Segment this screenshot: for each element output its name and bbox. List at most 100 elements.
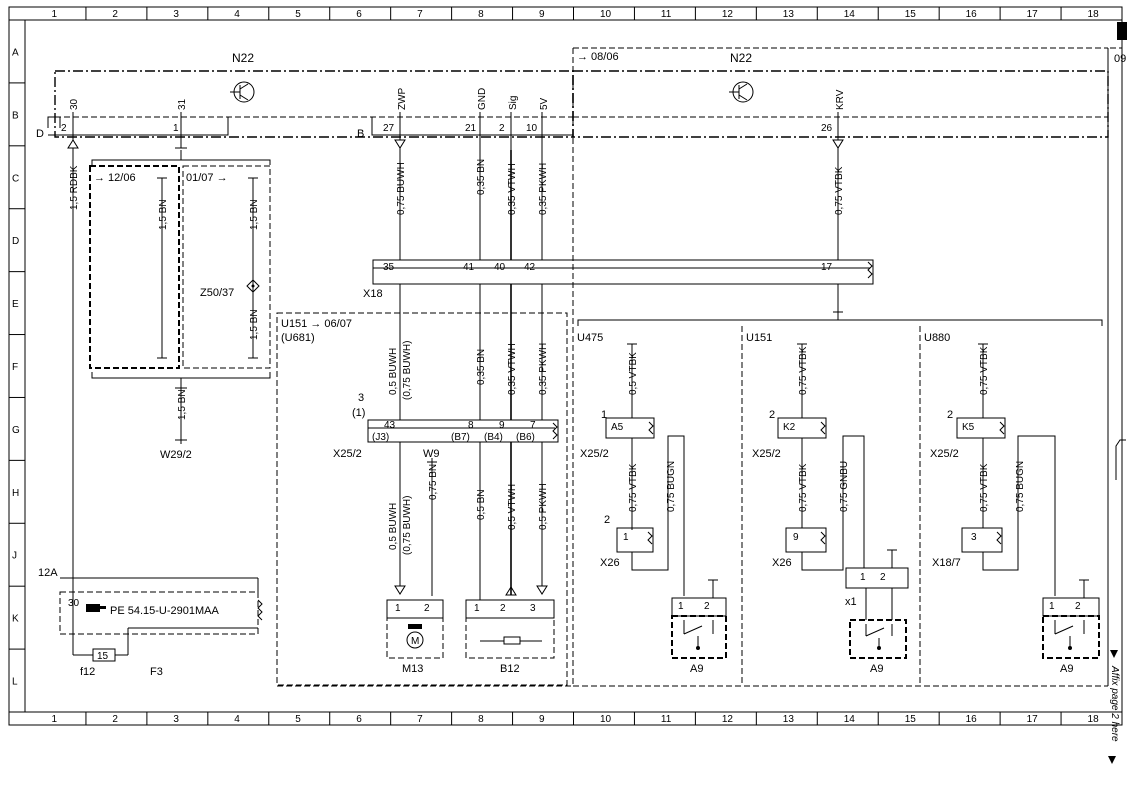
u151-heading: U151 → 06/07 bbox=[281, 318, 352, 330]
arrow-down-icon bbox=[394, 139, 406, 149]
x252-label-c: X25/2 bbox=[752, 448, 781, 460]
wire-1-5-bn-d: 1,5 BN bbox=[177, 389, 188, 420]
relay-switch-icon bbox=[865, 624, 893, 650]
x187-label: X18/7 bbox=[932, 557, 961, 569]
u880-x187-pin-3: 3 bbox=[971, 532, 977, 543]
variant-box-1206 bbox=[89, 165, 180, 369]
u475-x252-num: 1 bbox=[601, 409, 607, 421]
x18-pin-35: 35 bbox=[383, 262, 395, 273]
wire-035-pkwh: 0,35 PKWH bbox=[538, 163, 549, 215]
column-number-bottom: 9 bbox=[539, 714, 545, 725]
wire-035-bn-b: 0,35 BN bbox=[476, 349, 487, 385]
pin-name-5v: 5V bbox=[539, 97, 550, 110]
relay-switch-icon bbox=[683, 620, 714, 650]
b12-box bbox=[465, 617, 555, 659]
m13-box bbox=[386, 617, 444, 659]
u475-pin-a5: A5 bbox=[611, 422, 624, 433]
wire-u880-vtbk-b: 0,75 VTBK bbox=[979, 463, 990, 512]
column-number-top: 4 bbox=[234, 9, 240, 20]
arrow-down-icon bbox=[832, 139, 844, 149]
column-number-bottom: 17 bbox=[1027, 714, 1039, 725]
column-number-bottom: 16 bbox=[966, 714, 978, 725]
u880-x252-connector bbox=[956, 417, 1006, 439]
u151-x26-pin-9: 9 bbox=[793, 532, 799, 543]
column-number-bottom: 1 bbox=[51, 714, 57, 725]
variant-box-0107 bbox=[182, 165, 271, 369]
wire-035-pkwh-b: 0,35 PKWH bbox=[538, 343, 549, 395]
row-letter: D bbox=[12, 236, 19, 247]
affix-note: Affix page 2 here bbox=[1109, 665, 1120, 742]
column-number-bottom: 2 bbox=[112, 714, 118, 725]
b12-connector bbox=[465, 599, 555, 619]
a9a-pin-1: 1 bbox=[678, 601, 684, 612]
arrow-up-icon bbox=[67, 139, 79, 149]
x18-pin-42: 42 bbox=[524, 262, 536, 273]
wire-u475-vtbk-a: 0,5 VTBK bbox=[628, 352, 639, 395]
pe-pin-30: 30 bbox=[68, 598, 80, 609]
x26-label-a: X26 bbox=[600, 557, 620, 569]
a9-label-b: A9 bbox=[870, 663, 883, 675]
pin-21: 21 bbox=[465, 123, 477, 134]
hand-pointer-icon bbox=[86, 604, 106, 612]
x1-label: x1 bbox=[845, 596, 857, 608]
x18-pin-40: 40 bbox=[494, 262, 506, 273]
wire-1-5-bn-b: 1,5 BN bbox=[249, 199, 260, 230]
u151-region bbox=[276, 312, 568, 686]
wire-05-buwh-b: 0,5 BUWH bbox=[388, 503, 399, 550]
column-number-bottom: 18 bbox=[1088, 714, 1100, 725]
pin-name-30: 30 bbox=[69, 98, 80, 110]
column-ruler: 1122334455667788991010111112121313141415… bbox=[51, 7, 1099, 725]
column-number-top: 15 bbox=[905, 9, 917, 20]
column-number-top: 11 bbox=[661, 9, 672, 20]
column-number-top: 1 bbox=[51, 9, 57, 20]
wire-035-vtwh-b: 0,35 VTWH bbox=[507, 343, 518, 395]
column-number-top: 3 bbox=[173, 9, 179, 20]
wire-u880-bugn: 0,75 BUGN bbox=[1015, 461, 1026, 512]
f12-label: f12 bbox=[80, 666, 95, 678]
u151-x252-num: 2 bbox=[769, 409, 775, 421]
wire-075-buwh: 0,75 BUWH bbox=[396, 162, 407, 215]
x18-pin-17: 17 bbox=[821, 262, 833, 273]
u475-label: U475 bbox=[577, 332, 603, 344]
b12-pin-2: 2 bbox=[500, 603, 506, 614]
arrow-down-icon bbox=[394, 585, 406, 595]
connector-d-label: D bbox=[36, 128, 44, 140]
motor-icon: M bbox=[406, 624, 424, 649]
b12-label: B12 bbox=[500, 663, 520, 675]
column-number-bottom: 14 bbox=[844, 714, 856, 725]
column-number-bottom: 13 bbox=[783, 714, 795, 725]
transistor-icon bbox=[729, 81, 754, 103]
pin-name-zwp: ZWP bbox=[397, 87, 408, 110]
b12-pin-3: 3 bbox=[530, 603, 536, 614]
pin-name-31: 31 bbox=[177, 98, 188, 110]
u151-pin-k2: K2 bbox=[783, 422, 796, 433]
fuse-value: 15 bbox=[97, 651, 109, 662]
x252-pin-b7: (B7) bbox=[451, 432, 470, 443]
arrow-down-icon bbox=[1108, 756, 1116, 764]
row-letter: H bbox=[12, 488, 19, 499]
column-number-top: 17 bbox=[1027, 9, 1039, 20]
pin-1: 1 bbox=[173, 123, 179, 134]
a9c-pin-2: 2 bbox=[1075, 601, 1081, 612]
row-letter: G bbox=[12, 425, 20, 436]
row-letter: E bbox=[12, 299, 19, 310]
wire-u151-gnbu: 0,75 GNBU bbox=[839, 461, 850, 512]
ref-0806: → 08/06 bbox=[577, 51, 619, 63]
a9-label-a: A9 bbox=[690, 663, 703, 675]
wire-075-buwh-paren: (0,75 BUWH) bbox=[402, 341, 413, 400]
a9-box-a bbox=[671, 615, 727, 659]
x18-pin-41: 41 bbox=[463, 262, 475, 273]
row-letter: A bbox=[12, 47, 19, 58]
column-number-top: 18 bbox=[1088, 9, 1100, 20]
column-number-bottom: 5 bbox=[295, 714, 301, 725]
a9c-pin-1: 1 bbox=[1049, 601, 1055, 612]
column-number-top: 5 bbox=[295, 9, 301, 20]
x1-pin-1: 1 bbox=[860, 572, 866, 583]
pin-2: 2 bbox=[61, 123, 67, 134]
m13-pin-2: 2 bbox=[424, 603, 430, 614]
m13-label: M13 bbox=[402, 663, 423, 675]
wire-u475-bugn: 0,75 BUGN bbox=[666, 461, 677, 512]
label-1-paren: (1) bbox=[352, 407, 365, 419]
x26-label-b: X26 bbox=[772, 557, 792, 569]
column-number-top: 12 bbox=[722, 9, 734, 20]
